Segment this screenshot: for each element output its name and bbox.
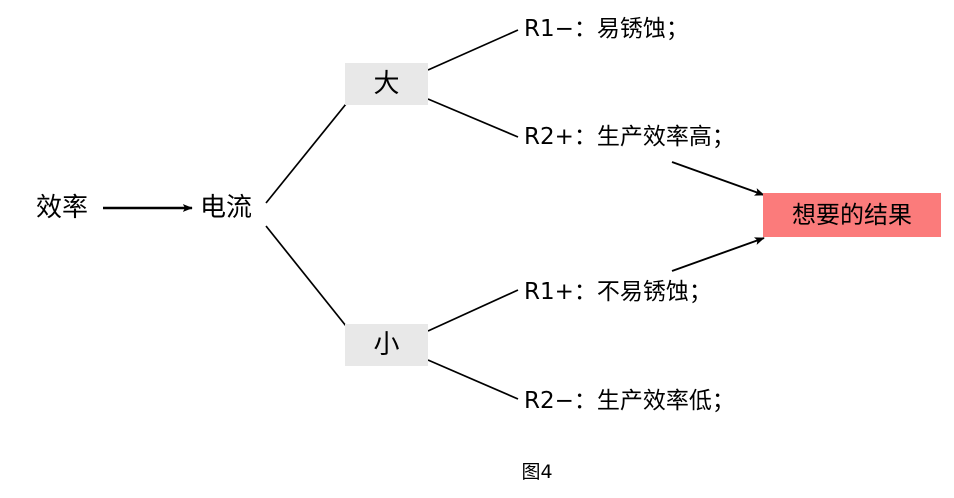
branch-box-low-label: 小 <box>373 330 400 360</box>
edge-r2-plus-to-result <box>671 161 765 196</box>
edge-r1-plus-to-result <box>671 237 765 272</box>
outcome-r2-minus: R2−：生产效率低； <box>524 388 735 414</box>
branch-box-low[interactable]: 小 <box>345 324 428 366</box>
result-box-label: 想要的结果 <box>792 201 912 229</box>
figure-caption: 图4 <box>521 461 553 483</box>
edge-branch-high-to-r1-minus <box>427 29 519 71</box>
node-parameter-label: 电流 <box>200 193 253 223</box>
outcome-r1-plus: R1+：不易锈蚀； <box>524 279 712 305</box>
outcome-r2-plus: R2+：生产效率高； <box>524 124 735 150</box>
outcome-r1-minus: R1−：易锈蚀； <box>524 16 689 42</box>
node-source-label: 效率 <box>36 193 89 223</box>
edge-parameter-to-branch-high <box>265 103 347 204</box>
edge-parameter-to-branch-low <box>265 225 347 327</box>
edge-branch-low-to-r1-plus <box>427 289 519 332</box>
branch-box-high[interactable]: 大 <box>345 63 428 105</box>
result-box[interactable]: 想要的结果 <box>763 193 941 237</box>
branch-box-high-label: 大 <box>373 69 400 99</box>
edge-branch-high-to-r2-plus <box>427 98 519 138</box>
edge-branch-low-to-r2-minus <box>427 359 519 400</box>
